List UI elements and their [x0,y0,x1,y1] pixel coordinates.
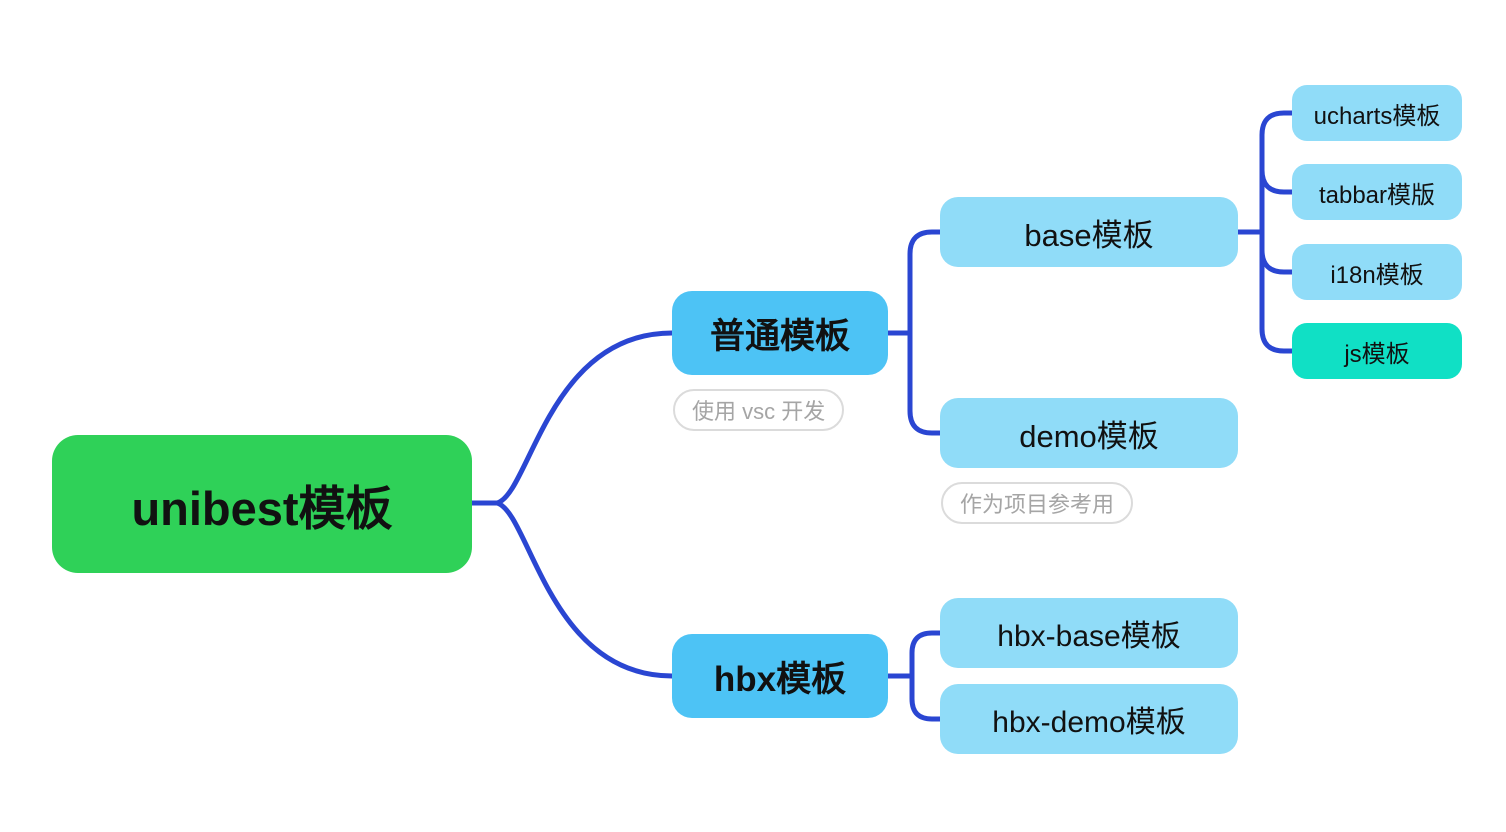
note-project-reference[interactable]: 作为项目参考用 [941,482,1134,524]
node-demo-template[interactable]: demo模板 [940,398,1238,468]
note-vsc-development[interactable]: 使用 vsc 开发 [673,389,845,431]
node-hbx-demo-template[interactable]: hbx-demo模板 [940,684,1238,754]
node-i18n-template[interactable]: i18n模板 [1292,244,1462,300]
node-hbx-base-template[interactable]: hbx-base模板 [940,598,1238,668]
node-root-unibest[interactable]: unibest模板 [52,435,472,573]
node-js-template[interactable]: js模板 [1292,323,1462,379]
node-ucharts-template[interactable]: ucharts模板 [1292,85,1462,141]
node-normal-template[interactable]: 普通模板 [672,291,888,375]
node-tabbar-template[interactable]: tabbar模版 [1292,164,1462,220]
node-hbx-template[interactable]: hbx模板 [672,634,888,718]
node-base-template[interactable]: base模板 [940,197,1238,267]
